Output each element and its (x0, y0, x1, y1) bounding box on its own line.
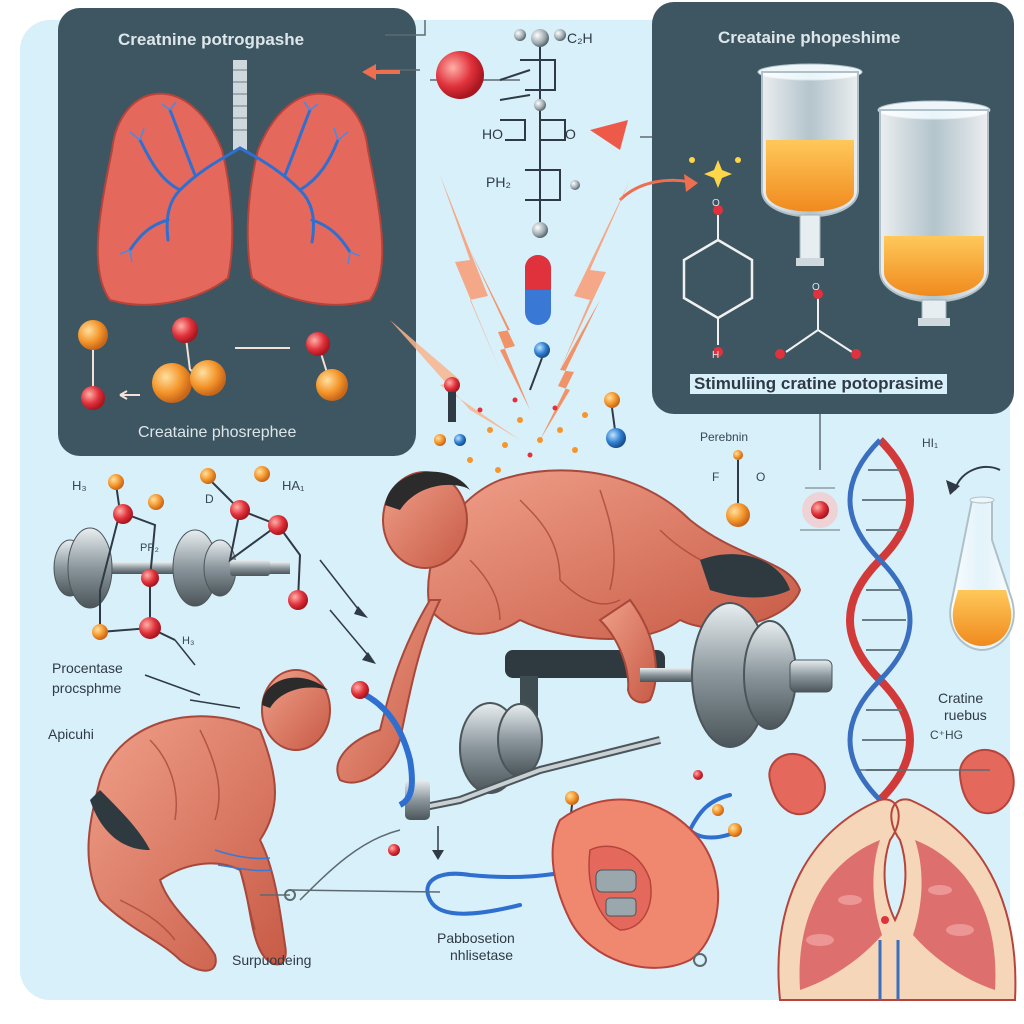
tubes-panel (652, 2, 1014, 414)
athlete-icon (87, 669, 331, 972)
label-d: D (205, 492, 214, 506)
label-procsphme: procsphme (52, 680, 122, 696)
barbell-icon (53, 527, 290, 609)
capsule-icon (525, 255, 551, 325)
label-ch: C⁺HG (930, 728, 963, 742)
test-tube-icon (877, 100, 991, 326)
label-h3-mid: H₃ (182, 635, 195, 647)
kidney-icon (777, 798, 1017, 1001)
formula-c2h: C₂H (567, 30, 593, 46)
barbell-icon (405, 602, 833, 820)
label-ha1: HA₁ (282, 478, 305, 493)
label-perebnin: Perebnin (700, 430, 749, 444)
organ-icon (551, 798, 720, 969)
left-lung-icon (96, 92, 234, 306)
label-pp: PP₂ (140, 542, 159, 554)
label-o-carb: O (812, 282, 820, 293)
tubes-panel-caption: Stimuliing cratine potoprasime (690, 374, 948, 394)
label-nhlisetase: nhlisetase (450, 947, 514, 963)
label-cratine: Cratine (938, 690, 984, 706)
molecule-structure (499, 40, 566, 230)
test-tube-icon (757, 63, 863, 266)
flask-icon (949, 496, 1015, 652)
label-pabbosetion: Pabbosetion (437, 930, 515, 946)
label-ruebus: ruebus (944, 707, 987, 723)
label-surpuodeing: Surpuodeing (232, 952, 312, 968)
label-procentase: Procentase (52, 660, 123, 676)
label-h3-left: H₃ (72, 478, 87, 493)
formula-o: O (565, 126, 576, 142)
lungs-panel-title: Creatnine potrogpashe (118, 30, 305, 49)
label-o-small: O (756, 470, 766, 484)
label-h-ring: H (712, 350, 720, 361)
label-apicuhi: Apicuhi (48, 726, 94, 742)
formula-ph: PH₂ (486, 174, 511, 190)
formula-ho: HO (482, 126, 503, 142)
athlete-icon (336, 469, 802, 784)
dna-helix-icon (846, 437, 914, 803)
lungs-panel-caption: Creataine phosrephee (138, 424, 297, 441)
label-hi: HI₁ (922, 436, 939, 450)
label-o-ring: O (712, 198, 720, 209)
lungs-panel (58, 8, 416, 456)
label-f: F (712, 470, 720, 484)
tubes-panel-title: Creataine phopeshime (718, 28, 901, 47)
